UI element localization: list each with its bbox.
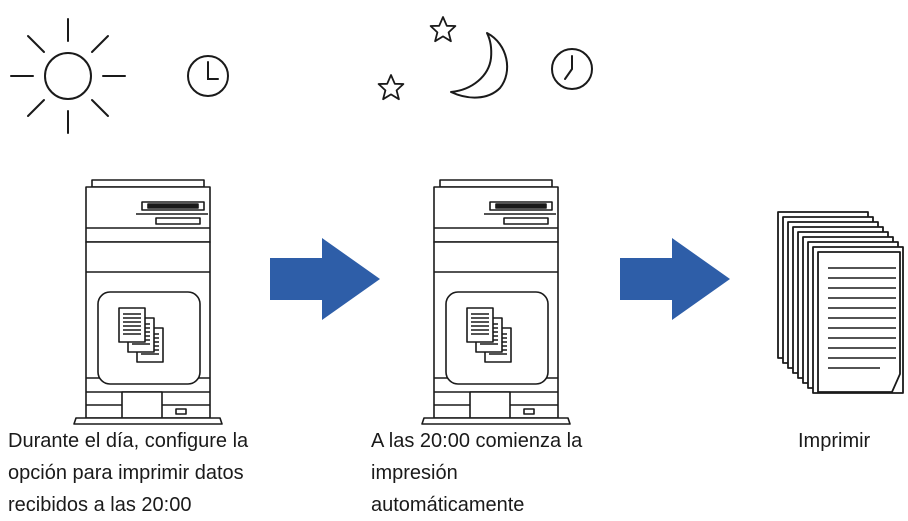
arrow-right-icon	[620, 238, 730, 320]
arrow-right-icon	[270, 238, 380, 320]
step-2-caption: A las 20:00 comienza la impresión automá…	[371, 425, 582, 521]
printed-pages-icon	[777, 211, 904, 394]
printer-icon	[73, 179, 223, 425]
moon-icon	[450, 32, 509, 99]
printer-icon	[421, 179, 571, 425]
sun-icon	[10, 18, 126, 134]
caption-line: Imprimir	[798, 430, 871, 452]
caption-line: recibidos a las 20:00	[8, 494, 192, 516]
caption-line: A las 20:00 comienza la	[371, 430, 583, 452]
clock-icon	[551, 48, 593, 90]
caption-line: Durante el día, configure la	[8, 430, 249, 452]
clock-icon	[187, 55, 229, 97]
step-1-caption: Durante el día, configure la opción para…	[8, 425, 248, 521]
caption-line: opción para imprimir datos	[8, 462, 244, 484]
step-3-caption: Imprimir	[798, 425, 870, 457]
star-icon	[429, 16, 457, 43]
caption-line: impresión	[371, 462, 458, 484]
caption-line: automáticamente	[371, 494, 525, 516]
star-icon	[377, 74, 405, 101]
